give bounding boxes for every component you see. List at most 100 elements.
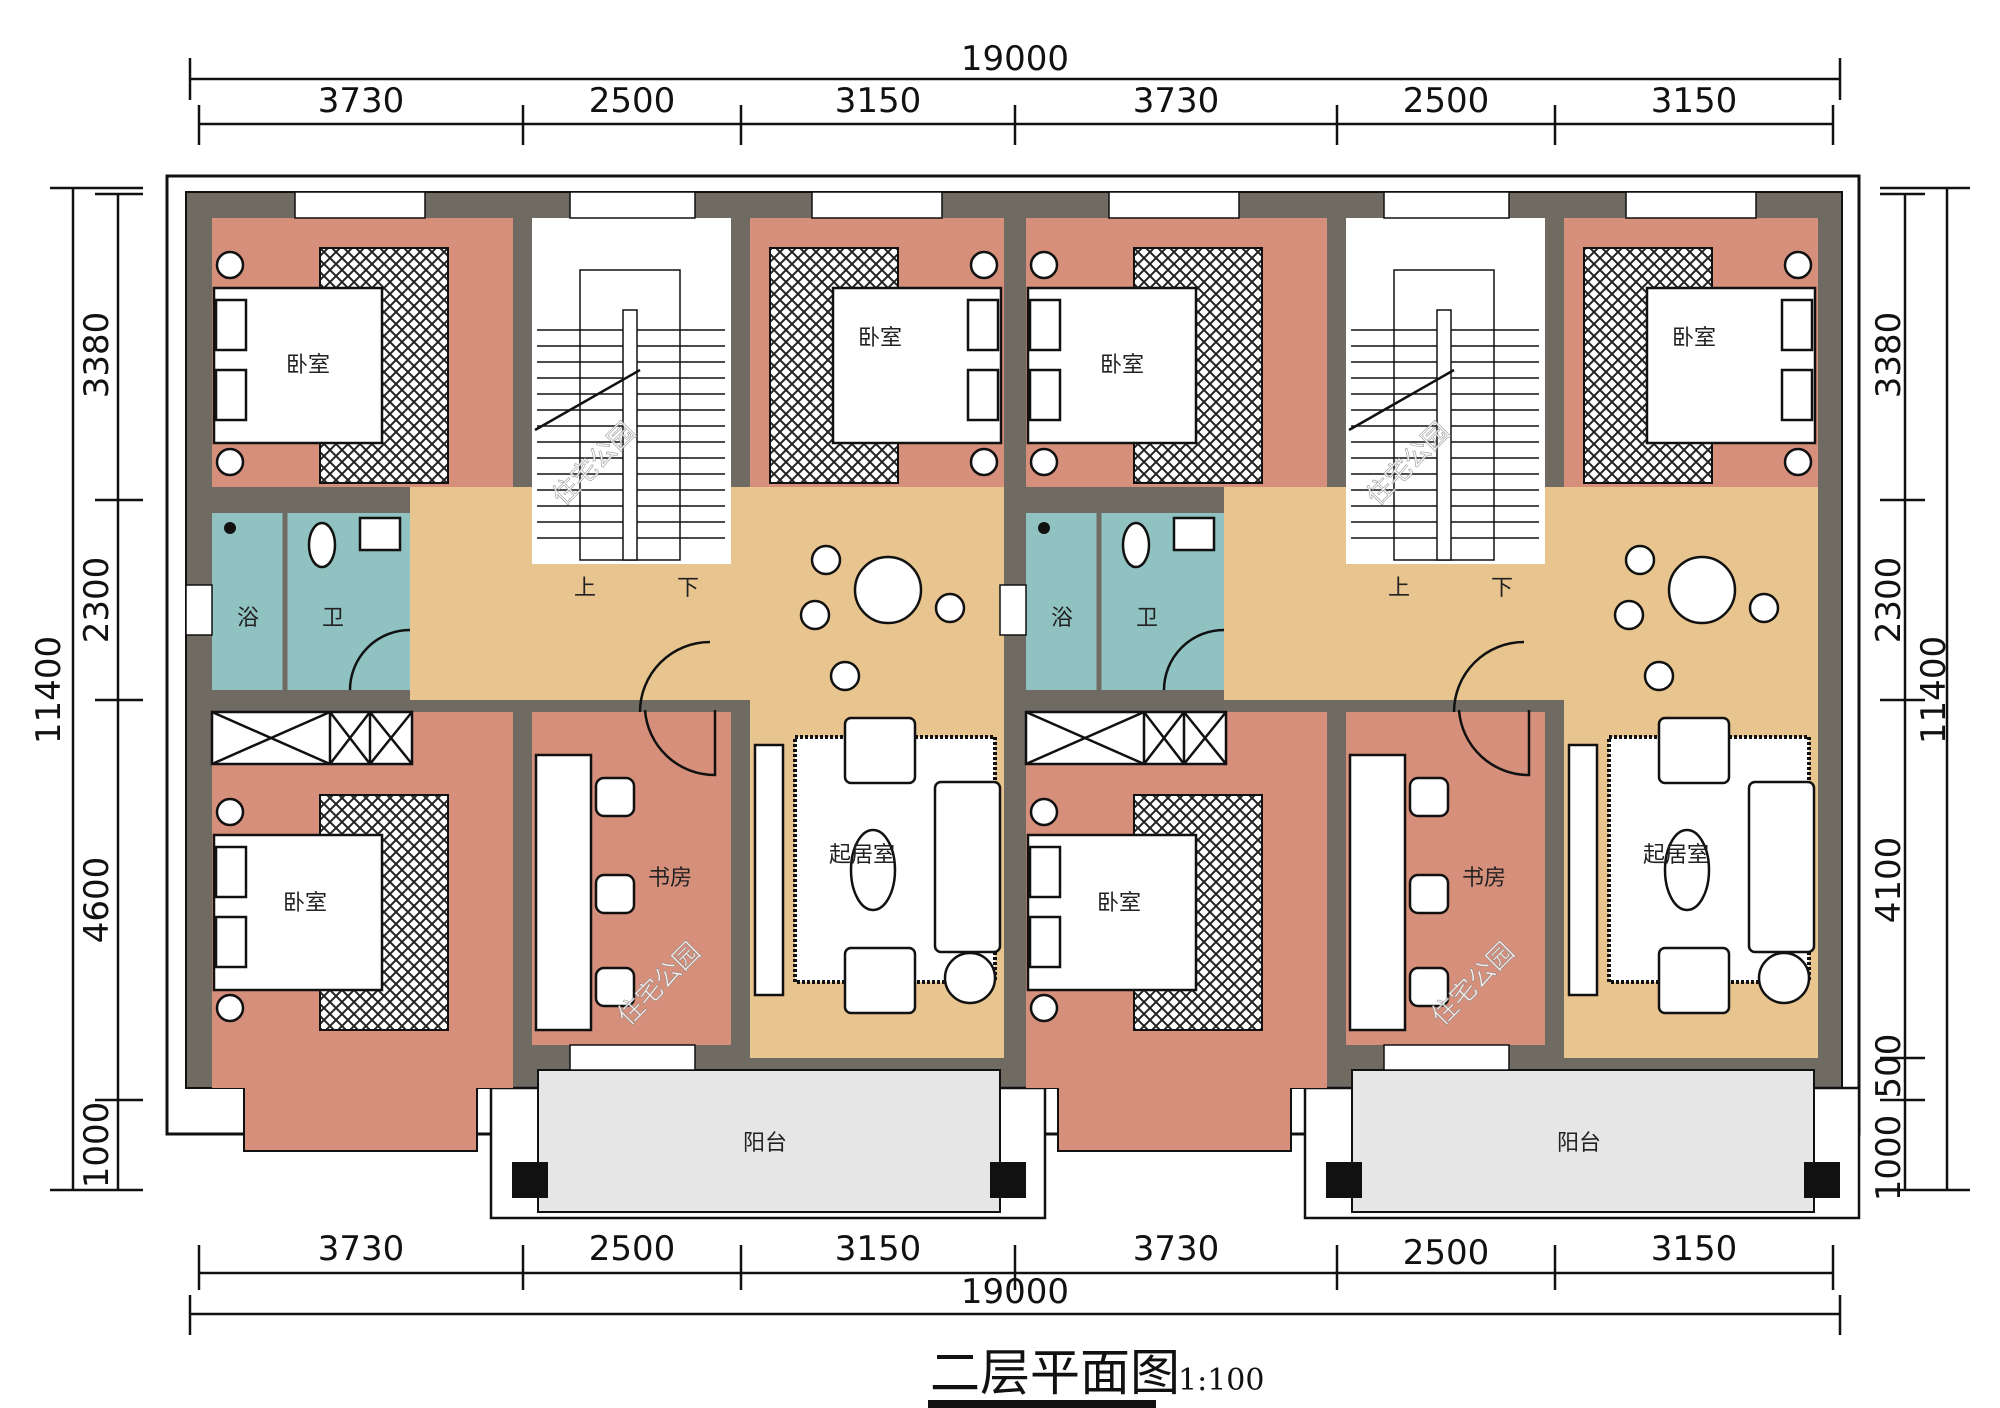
room-label-bedroom: 卧室 — [858, 326, 902, 351]
armchair — [1657, 716, 1731, 785]
shower-icon — [1038, 522, 1050, 534]
balcony — [1351, 1069, 1815, 1213]
bay — [243, 1085, 478, 1152]
room-label-bedroom: 卧室 — [1097, 891, 1141, 916]
pillow — [966, 298, 1000, 352]
nightstand-lamp-icon — [1029, 250, 1059, 280]
staircase — [534, 269, 725, 561]
dim-bottom: 2500 — [1403, 1233, 1490, 1273]
pillow — [1028, 368, 1062, 422]
coffee-table — [1663, 828, 1711, 912]
column — [1326, 1162, 1362, 1198]
dim-top: 3730 — [318, 81, 405, 121]
door-swing — [1162, 628, 1225, 691]
chair — [1408, 776, 1450, 818]
nightstand-lamp-icon — [1783, 447, 1813, 477]
pillow — [214, 298, 248, 352]
dim-left-total: 11400 — [29, 636, 69, 744]
dim-top: 3150 — [835, 81, 922, 121]
dim-bottom: 3150 — [835, 1229, 922, 1269]
door-swing — [1457, 709, 1531, 777]
right-dimensions: 3380 2300 4100 500 1000 11400 — [1869, 186, 1970, 1202]
dim-top-total: 19000 — [961, 39, 1069, 79]
sink-icon — [358, 516, 402, 552]
decor-rocks-icon — [799, 544, 966, 692]
dim-right: 4100 — [1869, 837, 1909, 924]
room-label-bedroom: 卧室 — [286, 353, 330, 378]
wardrobe-doors — [1025, 710, 1227, 766]
armchair — [843, 946, 917, 1015]
room-label-toilet: 卫 — [322, 606, 344, 631]
room-label-bedroom: 卧室 — [1100, 353, 1144, 378]
dim-top: 3150 — [1651, 81, 1738, 121]
dim-right-total: 11400 — [1914, 636, 1954, 744]
stair-up-label: 上 — [574, 576, 596, 601]
dim-right: 1000 — [1869, 1115, 1909, 1202]
dim-bottom: 3730 — [318, 1229, 405, 1269]
wardrobe-doors — [211, 710, 413, 766]
tv-cabinet — [753, 743, 785, 997]
column — [512, 1162, 548, 1198]
room-label-study: 书房 — [648, 866, 692, 891]
pillow — [1780, 368, 1814, 422]
dim-left: 2300 — [77, 557, 117, 644]
tv-cabinet — [1567, 743, 1599, 997]
pillow — [214, 845, 248, 899]
column — [1804, 1162, 1840, 1198]
nightstand-lamp-icon — [1783, 250, 1813, 280]
staircase — [1348, 269, 1539, 561]
chair — [594, 966, 636, 1008]
pillow — [1028, 845, 1062, 899]
dim-top: 2500 — [1403, 81, 1490, 121]
pillow — [966, 368, 1000, 422]
dim-bottom: 3150 — [1651, 1229, 1738, 1269]
nightstand-lamp-icon — [969, 250, 999, 280]
room-label-bath: 浴 — [237, 606, 259, 631]
nightstand-lamp-icon — [215, 797, 245, 827]
unit: 阳台 上 下 卧室 — [185, 191, 1047, 1220]
dim-right: 2300 — [1869, 557, 1909, 644]
sofa — [933, 780, 1002, 954]
dim-left: 1000 — [77, 1102, 117, 1189]
room-label-bedroom: 卧室 — [1672, 326, 1716, 351]
room-label-balcony: 阳台 — [1557, 1131, 1601, 1156]
windows — [999, 191, 1757, 1071]
dim-bottom-total: 19000 — [961, 1272, 1069, 1312]
door-swing — [643, 709, 717, 777]
nightstand-lamp-icon — [215, 447, 245, 477]
nightstand-lamp-icon — [215, 993, 245, 1023]
armchair — [1657, 946, 1731, 1015]
room-label-living: 起居室 — [1643, 843, 1709, 868]
side-table — [943, 951, 997, 1005]
nightstand-lamp-icon — [1029, 447, 1059, 477]
column — [990, 1162, 1026, 1198]
title-underline — [928, 1400, 1156, 1408]
room-label-bath: 浴 — [1051, 606, 1073, 631]
pillow — [214, 368, 248, 422]
dim-bottom: 2500 — [589, 1229, 676, 1269]
nightstand-lamp-icon — [1029, 797, 1059, 827]
sofa — [1747, 780, 1816, 954]
room-label-living: 起居室 — [829, 843, 895, 868]
pillow — [1780, 298, 1814, 352]
pillow — [214, 915, 248, 969]
chair — [1408, 873, 1450, 915]
drawing-title: 二层平面图 — [930, 1344, 1180, 1402]
pillow — [1028, 298, 1062, 352]
dim-left: 3380 — [77, 312, 117, 399]
desk — [1348, 753, 1407, 1032]
balcony — [537, 1069, 1001, 1213]
coffee-table — [849, 828, 897, 912]
room-label-toilet: 卫 — [1136, 606, 1158, 631]
decor-rocks-icon — [1613, 544, 1780, 692]
desk — [534, 753, 593, 1032]
bay — [1057, 1085, 1292, 1152]
nightstand-lamp-icon — [969, 447, 999, 477]
nightstand-lamp-icon — [1029, 993, 1059, 1023]
windows — [185, 191, 943, 1071]
chair — [594, 776, 636, 818]
dim-bottom: 3730 — [1133, 1229, 1220, 1269]
sink-icon — [1172, 516, 1216, 552]
pillow — [1028, 915, 1062, 969]
toilet-icon — [307, 521, 337, 569]
